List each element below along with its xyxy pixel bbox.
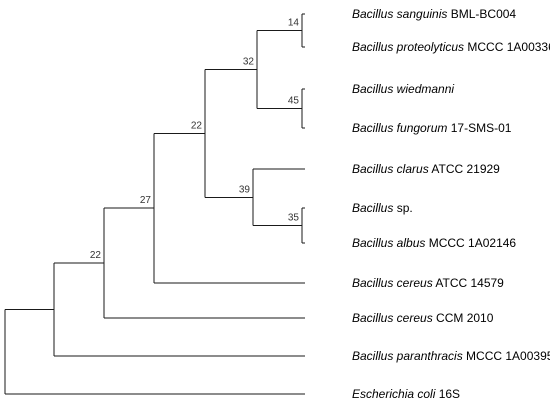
taxon-name: Bacillus wiedmanni [352,82,454,96]
taxon-name: Bacillus proteolyticus [352,40,464,54]
support-value-n1: 14 [288,18,300,29]
support-value-n6: 22 [191,120,203,131]
strain-id: CCM 2010 [433,311,494,325]
strain-id: sp. [393,201,412,215]
leaf-label-l7: Bacillus albus MCCC 1A02146 [352,236,516,250]
leaf-label-l9: Bacillus cereus CCM 2010 [352,311,494,325]
taxon-name: Bacillus albus [352,236,425,250]
leaf-label-l11: Escherichia coli 16S [352,387,460,401]
taxon-name: Bacillus fungorum [352,121,447,135]
leaf-label-l5: Bacillus clarus ATCC 21929 [352,162,500,176]
leaf-label-l10: Bacillus paranthracis MCCC 1A00395 [352,349,550,363]
strain-id: MCCC 1A003365 [464,40,550,54]
strain-id: MCCC 1A02146 [425,236,516,250]
taxon-name: Bacillus cereus [352,276,433,290]
leaf-label-l3: Bacillus wiedmanni [352,82,454,96]
support-value-n7: 27 [140,195,152,206]
leaf-label-l4: Bacillus fungorum 17-SMS-01 [352,121,512,135]
support-value-n3: 32 [243,57,255,68]
strain-id: ATCC 14579 [433,276,504,290]
support-value-n4: 35 [288,213,300,224]
strain-id: MCCC 1A00395 [463,349,550,363]
support-value-n5: 39 [239,184,251,195]
leaf-label-l1: Bacillus sanguinis BML-BC004 [352,7,516,21]
taxon-name: Bacillus [352,201,393,215]
leaf-label-l2: Bacillus proteolyticus MCCC 1A003365 [352,40,550,54]
taxon-name: Bacillus sanguinis [352,7,447,21]
strain-id: ATCC 21929 [429,162,500,176]
tree-branches [4,13,305,395]
support-values: 14 45 32 35 39 22 27 22 [90,18,300,262]
leaf-label-l6: Bacillus sp. [352,201,413,215]
support-value-n2: 45 [288,96,300,107]
taxon-name: Bacillus cereus [352,311,433,325]
strain-id: 17-SMS-01 [447,121,511,135]
taxon-name: Bacillus paranthracis [352,349,463,363]
taxon-name: Escherichia coli [352,387,436,401]
strain-id: BML-BC004 [447,7,516,21]
taxon-name: Bacillus clarus [352,162,429,176]
leaf-label-l8: Bacillus cereus ATCC 14579 [352,276,504,290]
support-value-n8: 22 [90,250,102,261]
strain-id: 16S [435,387,460,401]
